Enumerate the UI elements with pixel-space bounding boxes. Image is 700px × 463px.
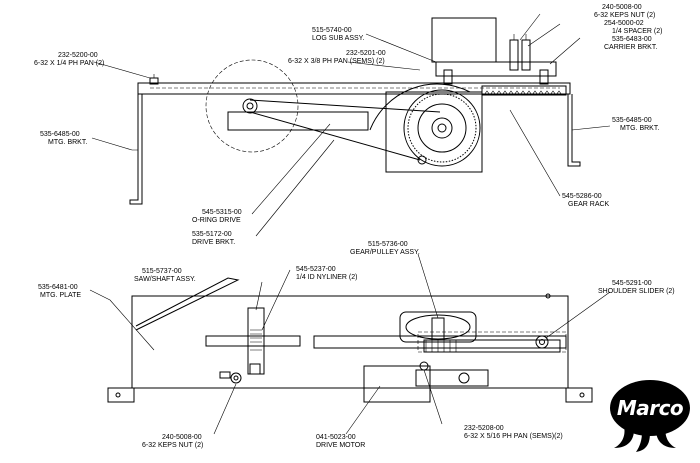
gear-rack-bottom [423, 339, 561, 353]
drive-bracket [227, 111, 369, 131]
label-535-6485-00-right-num: 535-6485-00 [612, 117, 652, 124]
label-254-5000-02-desc: 1/4 SPACER (2) [612, 28, 662, 35]
label-240-5008-00-top-num: 240-5008-00 [602, 4, 642, 11]
carrier-bracket [435, 61, 557, 77]
label-240-5008-00-bottom-desc: 6-32 KEPS NUT (2) [142, 442, 203, 449]
mtg-bracket-right [567, 94, 581, 167]
label-515-5736-00-num: 515-5736-00 [368, 241, 408, 248]
saw-shaft [205, 335, 301, 347]
bottom-assembly [107, 277, 593, 403]
label-515-5737-00-desc: SAW/SHAFT ASSY. [134, 276, 196, 283]
label-232-5200-00-desc: 6-32 X 1/4 PH PAN (2) [34, 60, 104, 67]
label-545-5237-00-num: 545-5237-00 [296, 266, 336, 273]
label-240-5008-00-top-desc: 6-32 KEPS NUT (2) [594, 12, 655, 19]
marco-logo-icon [610, 380, 690, 452]
label-254-5000-02-num: 254-5000-02 [604, 20, 644, 27]
saw-circle [205, 59, 299, 153]
mtg-bracket-left [129, 94, 143, 205]
label-545-5286-00-num: 545-5286-00 [562, 193, 602, 200]
label-535-6485-00-left-num: 535-6485-00 [40, 131, 80, 138]
label-545-5315-00-num: 545-5315-00 [202, 209, 242, 216]
label-515-5736-00-desc: GEAR/PULLEY ASSY. [350, 249, 420, 256]
label-535-6483-00-desc: CARRIER BRKT. [604, 44, 657, 51]
label-232-5201-00-desc: 6-32 X 3/8 PH PAN (SEMS) (2) [288, 58, 385, 65]
gear-pulley [399, 311, 477, 343]
wire [135, 277, 240, 331]
label-535-5172-00-desc: DRIVE BRKT. [192, 239, 235, 246]
top-assembly [129, 17, 581, 205]
shoulder-slider [535, 335, 549, 349]
logo-text: Marco [616, 396, 684, 420]
label-232-5208-00-desc: 6-32 X 5/16 PH PAN (SEMS)(2) [464, 433, 563, 440]
mtg-plate [131, 295, 569, 389]
label-545-5315-00-desc: O-RING DRIVE [192, 217, 241, 224]
drive-motor [363, 365, 431, 403]
label-041-5023-00-num: 041-5023-00 [316, 434, 356, 441]
label-240-5008-00-bottom-num: 240-5008-00 [162, 434, 202, 441]
part-labels: 232-5200-00 6-32 X 1/4 PH PAN (2) 515-57… [34, 4, 675, 449]
mtg-bracket-bar [137, 82, 571, 95]
label-232-5201-00-num: 232-5201-00 [346, 50, 386, 57]
label-232-5200-00-num: 232-5200-00 [58, 52, 98, 59]
label-535-6483-00-num: 535-6483-00 [612, 36, 652, 43]
label-232-5208-00-num: 232-5208-00 [464, 425, 504, 432]
keps-nut-bottom [230, 372, 242, 384]
label-515-5737-00-num: 515-5737-00 [142, 268, 182, 275]
gear-rack [481, 85, 567, 96]
gear-wheel [403, 89, 481, 167]
label-535-6485-00-left-desc: MTG. BRKT. [48, 139, 87, 146]
label-545-5286-00-desc: GEAR RACK [568, 201, 610, 208]
label-515-5740-00-desc: LOG SUB ASSY. [312, 35, 364, 42]
gear-box [385, 91, 483, 173]
label-545-5291-00-num: 545-5291-00 [612, 280, 652, 287]
label-515-5740-00-num: 515-5740-00 [312, 27, 352, 34]
label-545-5237-00-desc: 1/4 ID NYLINER (2) [296, 274, 357, 281]
label-535-6485-00-right-desc: MTG. BRKT. [620, 125, 659, 132]
marco-logo: Marco [604, 374, 696, 454]
log-sub-assy [431, 17, 497, 63]
label-041-5023-00-desc: DRIVE MOTOR [316, 442, 365, 449]
leader-lines [89, 13, 611, 435]
label-535-6481-00-num: 535-6481-00 [38, 284, 78, 291]
drive-pulley [242, 98, 258, 114]
label-545-5291-00-desc: SHOULDER SLIDER (2) [598, 288, 675, 295]
label-535-5172-00-num: 535-5172-00 [192, 231, 232, 238]
label-535-6481-00-desc: MTG. PLATE [40, 292, 81, 299]
